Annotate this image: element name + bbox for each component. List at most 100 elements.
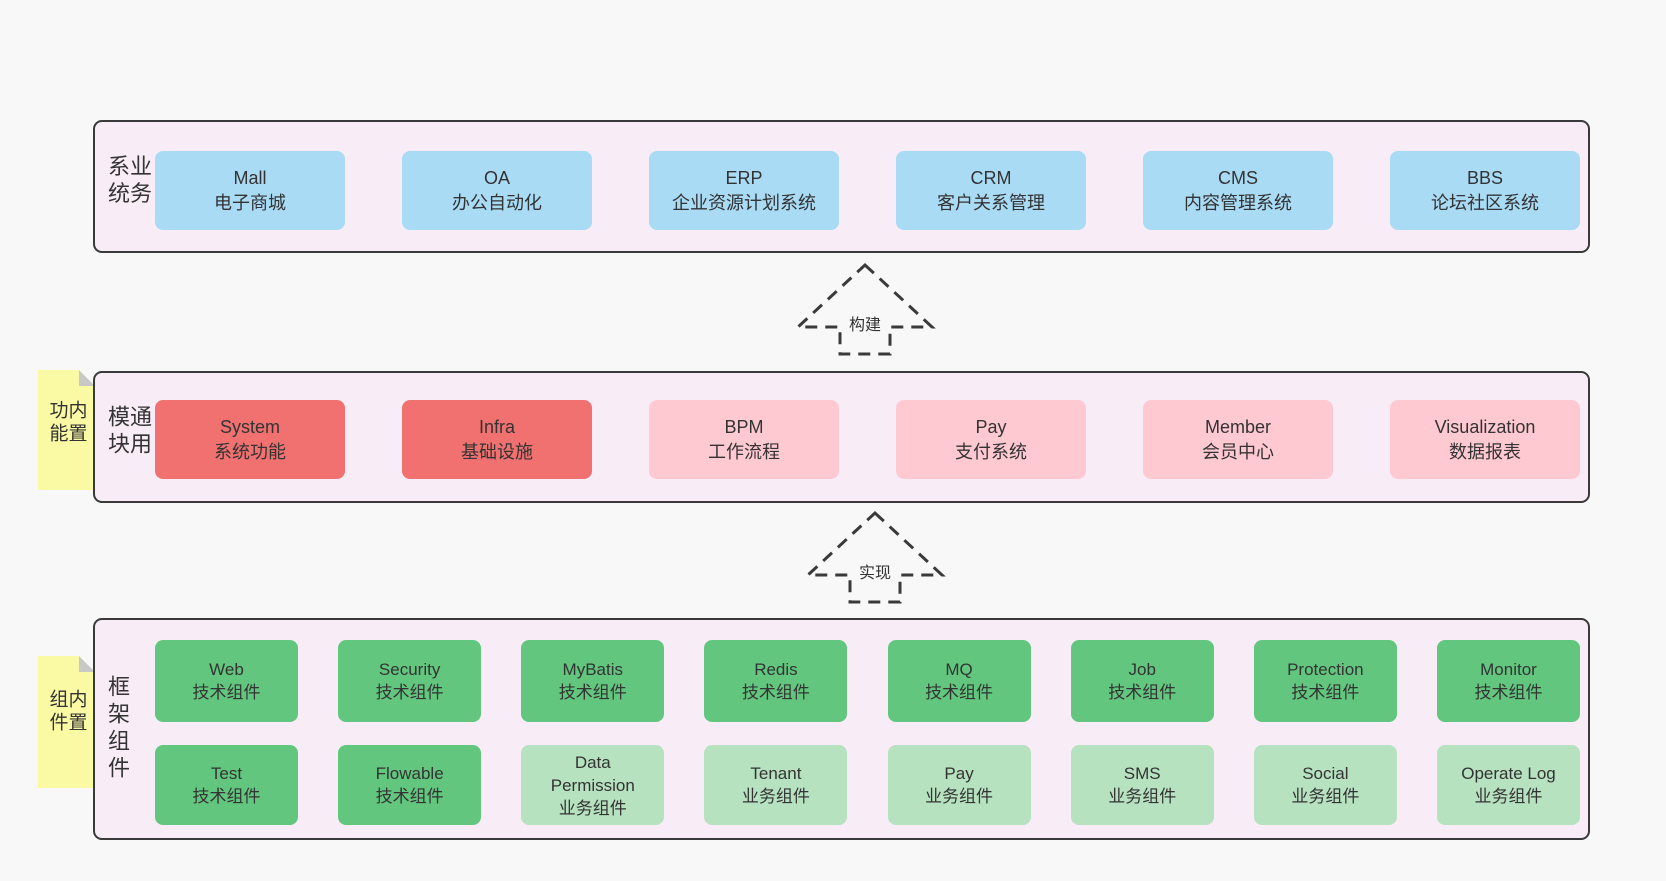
box-title: Job — [1128, 660, 1156, 679]
box-social: Social 业务组件 — [1253, 745, 1397, 825]
box-subtitle: 业务组件 — [925, 787, 994, 806]
box-pay: Pay 支付系统 — [896, 400, 1086, 479]
panel-label-framework-components: 框架组件 — [105, 675, 130, 783]
box-title: Mall — [233, 167, 267, 188]
box-subtitle: 办公自动化 — [452, 192, 542, 213]
box-title: BBS — [1466, 167, 1504, 188]
box-flowable: Flowable 技术组件 — [338, 745, 482, 825]
box-title: Pay — [975, 416, 1007, 437]
box-title: ERP — [725, 167, 763, 188]
sticky-note-built-in-features: 内置功能 — [38, 370, 95, 490]
box-subtitle: 业务组件 — [741, 787, 810, 806]
box-subtitle: 业务组件 — [1474, 787, 1543, 806]
box-title: MyBatis — [562, 660, 624, 679]
common-modules-panel: 通用模块 System 系统功能 Infra 基础设施 BPM 工作流程 Pay 支付系统 Me… — [93, 371, 1590, 503]
modules-boxes-row: System 系统功能 Infra 基础设施 BPM 工作流程 Pay 支付系统 Member 会… — [155, 400, 1580, 479]
box-subtitle: 技术组件 — [1108, 683, 1177, 702]
box-subtitle: 业务组件 — [1291, 787, 1360, 806]
box-subtitle: 工作流程 — [708, 441, 780, 462]
box-redis: Redis 技术组件 — [704, 640, 848, 722]
box-title: MQ — [945, 660, 973, 679]
box-oa: OA 办公自动化 — [402, 151, 592, 230]
box-system: System 系统功能 — [155, 400, 345, 479]
box-subtitle: 支付系统 — [955, 441, 1027, 462]
box-title: Member — [1204, 416, 1271, 437]
box-title: Web — [209, 660, 244, 679]
box-title: Protection — [1287, 660, 1364, 679]
box-subtitle: 技术组件 — [192, 787, 261, 806]
box-title: Security — [378, 660, 441, 679]
build-arrow: 构建 — [792, 261, 938, 357]
box-title: Flowable — [375, 764, 444, 783]
box-web: Web 技术组件 — [155, 640, 298, 722]
implement-arrow: 实现 — [802, 509, 948, 605]
box-title: Monitor — [1480, 660, 1537, 679]
box-pay: Pay 业务组件 — [887, 745, 1031, 825]
panel-label-common-modules: 通用模块 — [105, 405, 152, 459]
box-mybatis: MyBatis 技术组件 — [521, 640, 665, 722]
arrow-label-implement: 实现 — [855, 564, 895, 584]
box-subtitle: 电子商城 — [214, 192, 286, 213]
arrow-label-build: 构建 — [845, 316, 885, 336]
box-security: Security 技术组件 — [338, 640, 482, 722]
box-subtitle: 业务组件 — [1108, 787, 1177, 806]
box-cms: CMS 内容管理系统 — [1143, 151, 1333, 230]
box-title: System — [219, 416, 280, 437]
sticky-note-label: 内置功能 — [46, 400, 87, 446]
box-bbs: BBS 论坛社区系统 — [1390, 151, 1580, 230]
sticky-note-label: 内置组件 — [46, 689, 87, 735]
dashed-up-arrow-icon — [804, 510, 946, 604]
box-monitor: Monitor 技术组件 — [1436, 640, 1580, 722]
box-subtitle: 技术组件 — [375, 787, 444, 806]
panel-label-business-systems: 业务系统 — [105, 154, 152, 209]
box-subtitle: 技术组件 — [192, 683, 261, 702]
box-title: CRM — [970, 167, 1012, 188]
box-infra: Infra 基础设施 — [402, 400, 592, 479]
box-title: BPM — [724, 416, 764, 437]
box-subtitle: 技术组件 — [375, 683, 444, 702]
box-subtitle: 会员中心 — [1202, 441, 1274, 462]
box-job: Job 技术组件 — [1070, 640, 1214, 722]
box-title: Social — [1302, 764, 1349, 783]
box-title: Operate Log — [1461, 764, 1556, 783]
box-title: SMS — [1123, 764, 1161, 783]
dashed-up-arrow-icon — [794, 262, 936, 356]
box-subtitle: 数据报表 — [1449, 441, 1521, 462]
box-operate-log: Operate Log 业务组件 — [1436, 745, 1580, 825]
box-title: Pay — [944, 764, 974, 783]
box-sms: SMS 业务组件 — [1070, 745, 1214, 825]
box-mall: Mall 电子商城 — [155, 151, 345, 230]
box-subtitle: 论坛社区系统 — [1431, 192, 1539, 213]
box-crm: CRM 客户关系管理 — [896, 151, 1086, 230]
box-title: Redis — [754, 660, 798, 679]
box-title: Tenant — [750, 764, 802, 783]
box-mq: MQ 技术组件 — [887, 640, 1031, 722]
box-subtitle: 基础设施 — [461, 441, 533, 462]
box-subtitle: 技术组件 — [741, 683, 810, 702]
box-subtitle: 技术组件 — [558, 683, 627, 702]
box-subtitle: 系统功能 — [214, 441, 286, 462]
box-title: CMS — [1218, 167, 1258, 188]
box-title: OA — [483, 167, 510, 188]
box-subtitle: 客户关系管理 — [937, 192, 1045, 213]
box-title: Visualization — [1434, 416, 1536, 437]
box-tenant: Tenant 业务组件 — [704, 745, 848, 825]
box-title: Data Permission — [550, 752, 635, 795]
box-subtitle: 内容管理系统 — [1184, 192, 1292, 213]
sticky-note-built-in-components: 内置组件 — [38, 656, 95, 788]
box-visualization: Visualization 数据报表 — [1390, 400, 1580, 479]
box-member: Member 会员中心 — [1143, 400, 1333, 479]
box-title: Infra — [478, 416, 516, 437]
box-subtitle: 技术组件 — [925, 683, 994, 702]
box-subtitle: 技术组件 — [1474, 683, 1543, 702]
box-bpm: BPM 工作流程 — [649, 400, 839, 479]
box-subtitle: 技术组件 — [1291, 683, 1360, 702]
